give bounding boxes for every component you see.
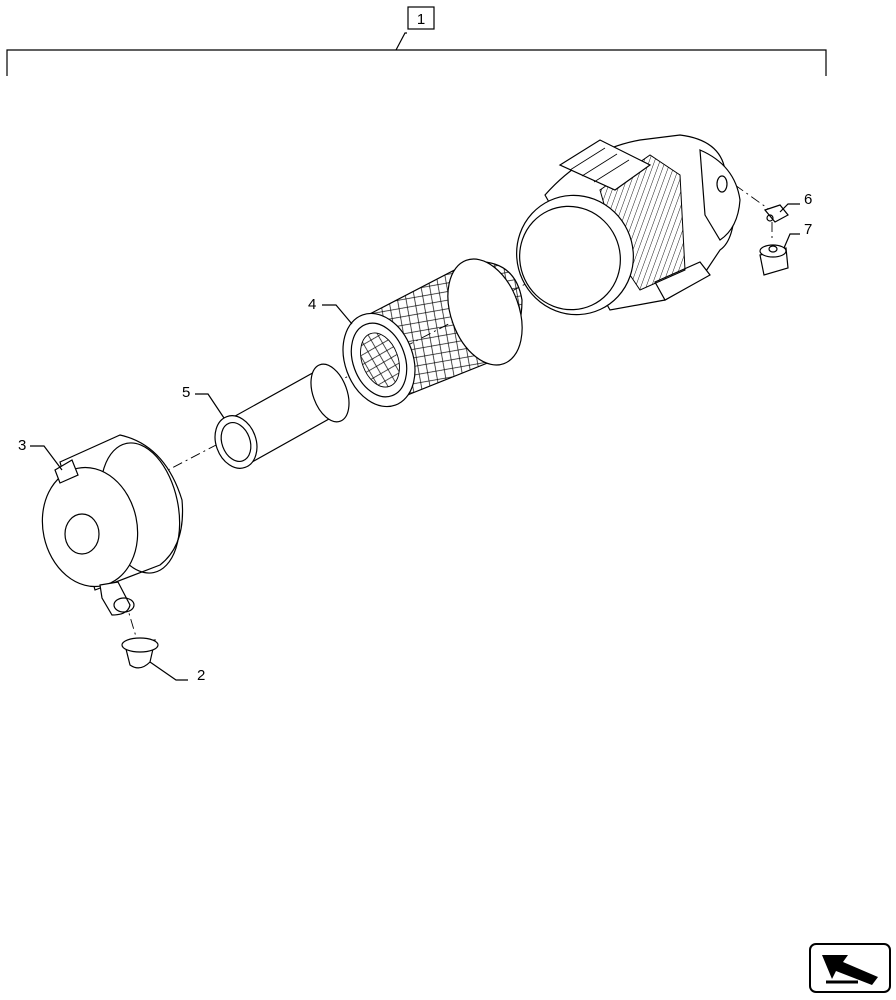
restriction-indicator: [759, 244, 789, 276]
leader-4: 4: [308, 296, 353, 325]
callout-5: 5: [182, 384, 190, 401]
callout-7: 7: [804, 221, 812, 238]
dust-valve: [121, 637, 159, 669]
callout-4: 4: [308, 296, 316, 313]
end-cover: [41, 434, 184, 616]
callout-6: 6: [804, 191, 812, 208]
leader-3: 3: [18, 437, 63, 471]
safety-filter-element: [214, 363, 350, 469]
leader-5: 5: [182, 384, 225, 419]
callout-1: 1: [417, 11, 425, 28]
leader-2: 2: [149, 661, 205, 684]
callout-3: 3: [18, 437, 26, 454]
leader-6: 6: [779, 191, 812, 213]
back-arrow-icon[interactable]: [809, 943, 891, 993]
assembly-bracket: 1: [6, 6, 827, 76]
leader-7: 7: [783, 221, 812, 249]
callout-2: 2: [197, 667, 205, 684]
air-filter-housing: [516, 134, 741, 316]
main-filter-element: [342, 258, 523, 408]
